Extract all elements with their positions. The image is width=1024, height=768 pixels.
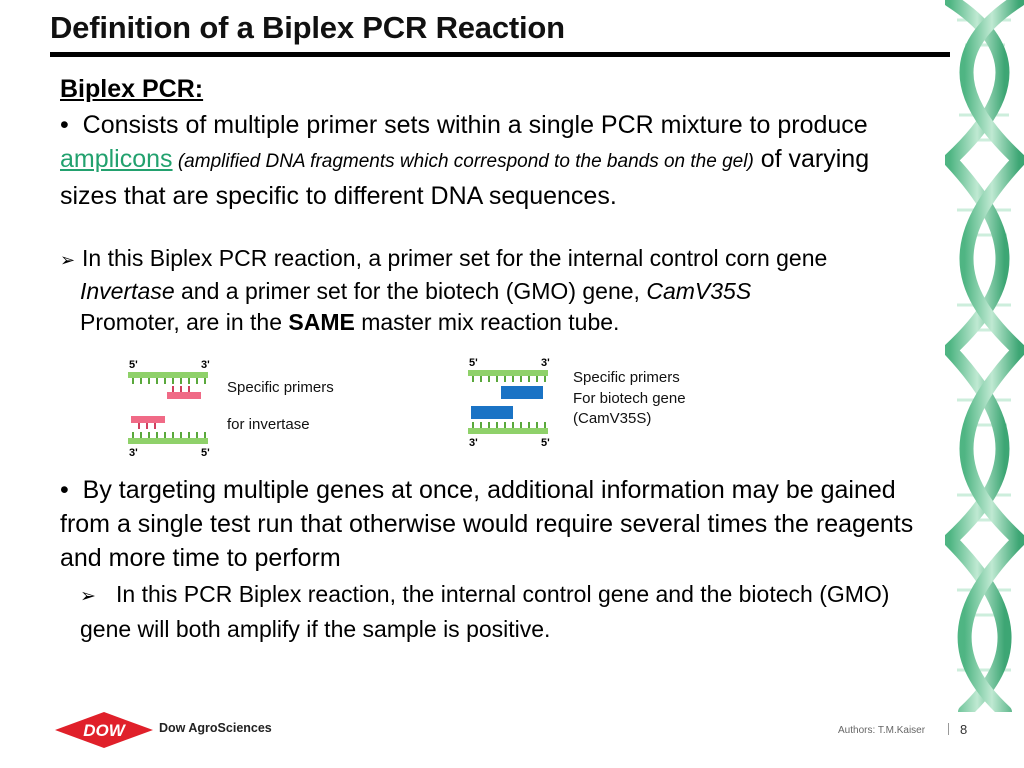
definition-text-a: Consists of multiple primer sets within … <box>82 111 868 139</box>
camv35s-primer-diagram: 5' 3' 3' 5' <box>468 357 550 449</box>
camv35s-label-1: Specific primers <box>573 369 680 386</box>
title-rule <box>50 52 950 57</box>
three-prime-label: 3' <box>541 357 550 369</box>
biplex-text-a: In this Biplex PCR reaction, a primer se… <box>82 245 828 271</box>
slide-title: Definition of a Biplex PCR Reaction <box>50 10 565 45</box>
footer-separator <box>948 723 949 735</box>
dna-strand-bottom <box>128 438 208 444</box>
amplicon-note: (amplified DNA fragments which correspon… <box>172 151 754 172</box>
dna-strand-top <box>128 372 208 378</box>
bullet: • <box>60 111 69 139</box>
definition-text-b: of varying sizes that are specific to di… <box>60 145 870 210</box>
three-prime-label: 3' <box>469 437 478 449</box>
invertase-label-1: Specific primers <box>227 379 334 396</box>
five-prime-label: 5' <box>129 359 138 371</box>
camv35s-label-3: (CamV35S) <box>573 410 652 427</box>
five-prime-label: 5' <box>201 447 210 459</box>
invertase-label-2: for invertase <box>227 416 310 433</box>
amplify-text: In this PCR Biplex reaction, the interna… <box>80 581 890 642</box>
same-emphasis: SAME <box>288 309 355 335</box>
dow-logo: DOW <box>55 712 153 748</box>
biplex-text-d: master mix reaction tube. <box>354 309 620 335</box>
biplex-text-b: and a primer set for the biotech (GMO) g… <box>174 278 647 304</box>
biplex-text-c: Promoter, are in the <box>80 309 289 335</box>
company-name: Dow AgroSciences <box>159 721 272 735</box>
forward-primer <box>131 416 165 423</box>
invertase-term: Invertase <box>80 278 175 304</box>
three-prime-label: 3' <box>201 359 210 371</box>
advantage-text: By targeting multiple genes at once, add… <box>60 476 914 572</box>
amplicons-link[interactable]: amplicons <box>60 145 173 173</box>
arrow-bullet-icon: ➢ <box>60 250 76 270</box>
advantage-paragraph: • By targeting multiple genes at once, a… <box>60 473 930 575</box>
three-prime-label: 3' <box>129 447 138 459</box>
camv35s-term: CamV35S <box>646 278 752 304</box>
camv35s-label-2: For biotech gene <box>573 390 686 407</box>
bullet: • <box>60 476 69 504</box>
definition-paragraph: • Consists of multiple primer sets withi… <box>60 108 930 213</box>
footer-author: Authors: T.M.Kaiser <box>838 725 926 736</box>
arrow-bullet-icon: ➢ <box>80 586 96 607</box>
five-prime-label: 5' <box>541 437 550 449</box>
section-heading: Biplex PCR: <box>60 75 204 103</box>
forward-primer <box>471 406 513 419</box>
dow-logo-word: DOW <box>83 721 127 740</box>
dna-strand-top <box>468 370 548 376</box>
dna-helix-icon <box>945 0 1024 712</box>
dna-strand-bottom <box>468 428 548 434</box>
reverse-primer <box>167 392 201 399</box>
biplex-description: ➢ In this Biplex PCR reaction, a primer s… <box>60 243 940 338</box>
amplify-note: ➢In this PCR Biplex reaction, the intern… <box>80 578 940 645</box>
page-number: 8 <box>960 722 968 737</box>
reverse-primer <box>501 386 543 399</box>
five-prime-label: 5' <box>469 357 478 369</box>
invertase-primer-diagram: 5' 3' 3' 5' <box>128 359 210 459</box>
